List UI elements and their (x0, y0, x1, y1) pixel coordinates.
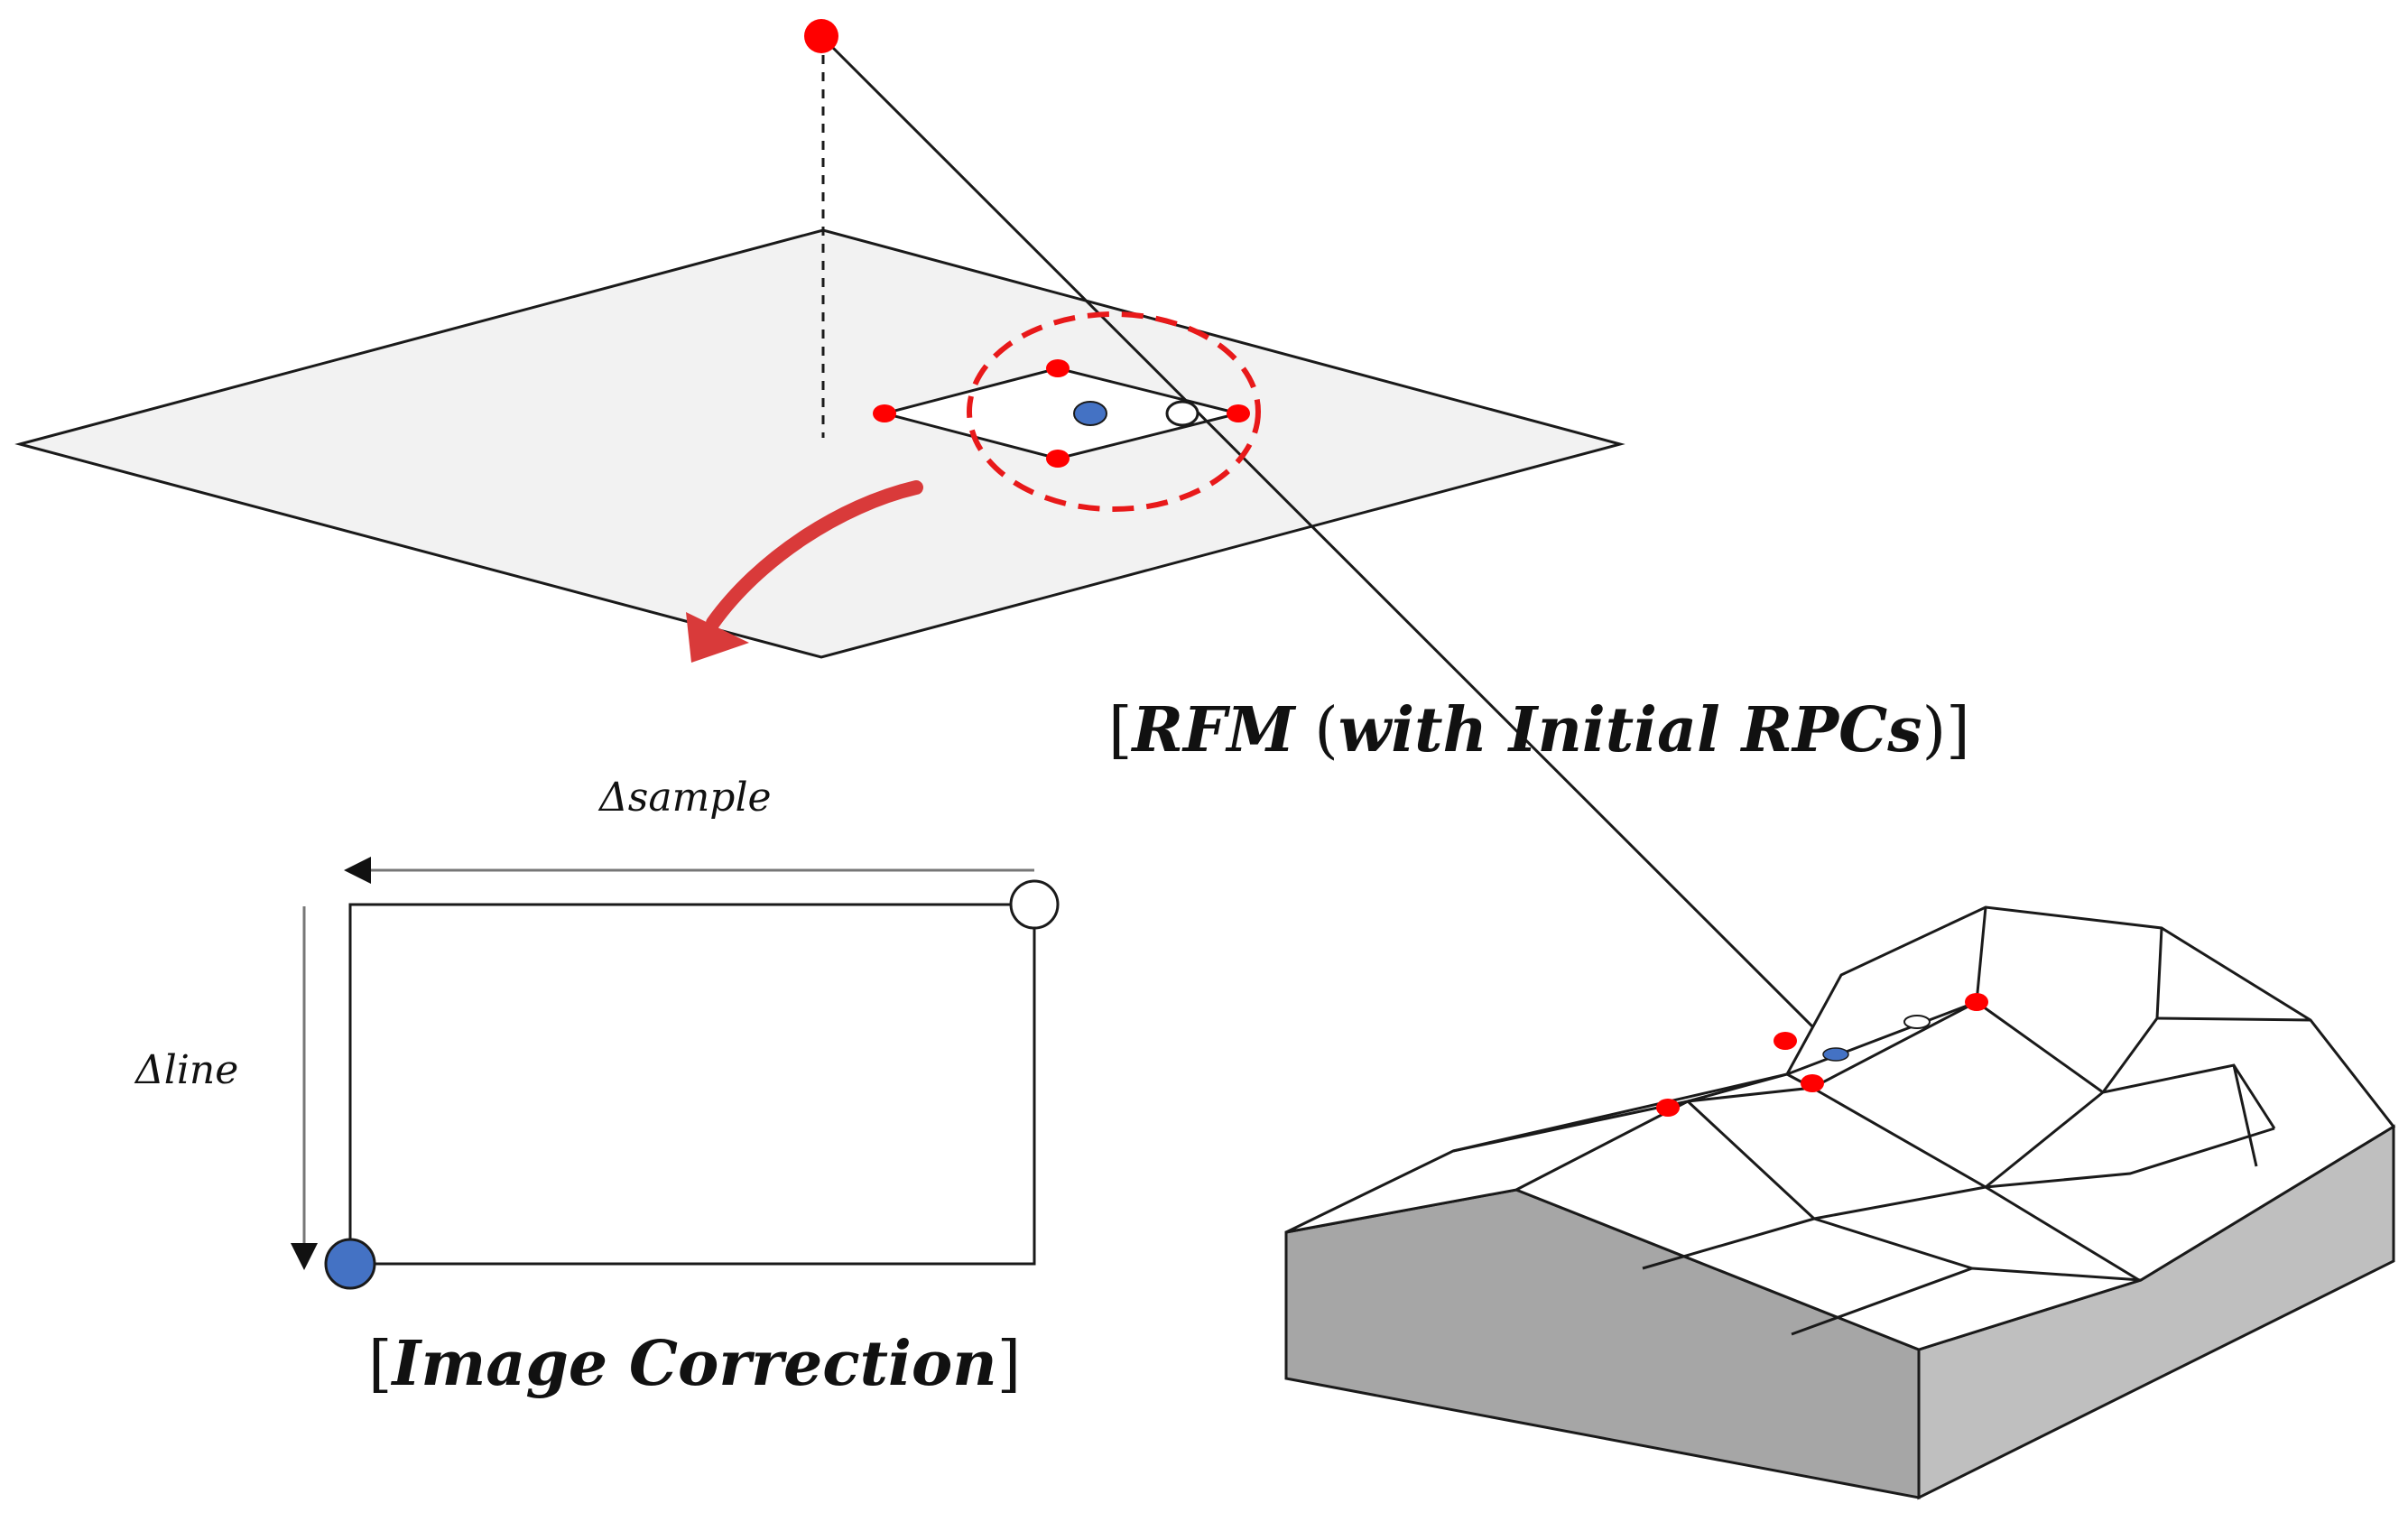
diamond-point-left (873, 404, 896, 422)
curved-arrow (706, 480, 923, 630)
terrain-white-point (1903, 1015, 1931, 1029)
terrain-point-4 (1801, 1074, 1824, 1092)
terrain-top (1285, 905, 2396, 1351)
image-correction-rect (348, 903, 1036, 1266)
delta-line-label: Δline (134, 1047, 238, 1093)
curved-arrow-head (686, 612, 749, 663)
image-white-point (1165, 400, 1199, 427)
image-plane (14, 228, 1625, 659)
dashed-highlight-circle (967, 311, 1261, 512)
sensor-point (804, 19, 838, 53)
terrain-blue-point (1822, 1047, 1849, 1062)
diamond-point-top (1046, 359, 1070, 377)
terrain-point-3 (1656, 1099, 1680, 1117)
projection-ray (820, 34, 1841, 1055)
diamond-point-right (1227, 404, 1250, 422)
terrain-point-1 (1774, 1032, 1797, 1050)
diamond-point-bottom (1046, 450, 1070, 468)
correction-blue-point (324, 1238, 376, 1290)
correction-white-point (1009, 879, 1060, 930)
delta-sample-label: Δsample (597, 775, 772, 821)
image-correction-label: [Image Correction] (368, 1328, 1021, 1400)
terrain-point-2 (1965, 993, 1988, 1011)
terrain-block (1284, 905, 2396, 1500)
rfm-label: [RFM (with Initial RPCs)] (1108, 694, 1970, 766)
image-blue-point (1073, 401, 1107, 426)
